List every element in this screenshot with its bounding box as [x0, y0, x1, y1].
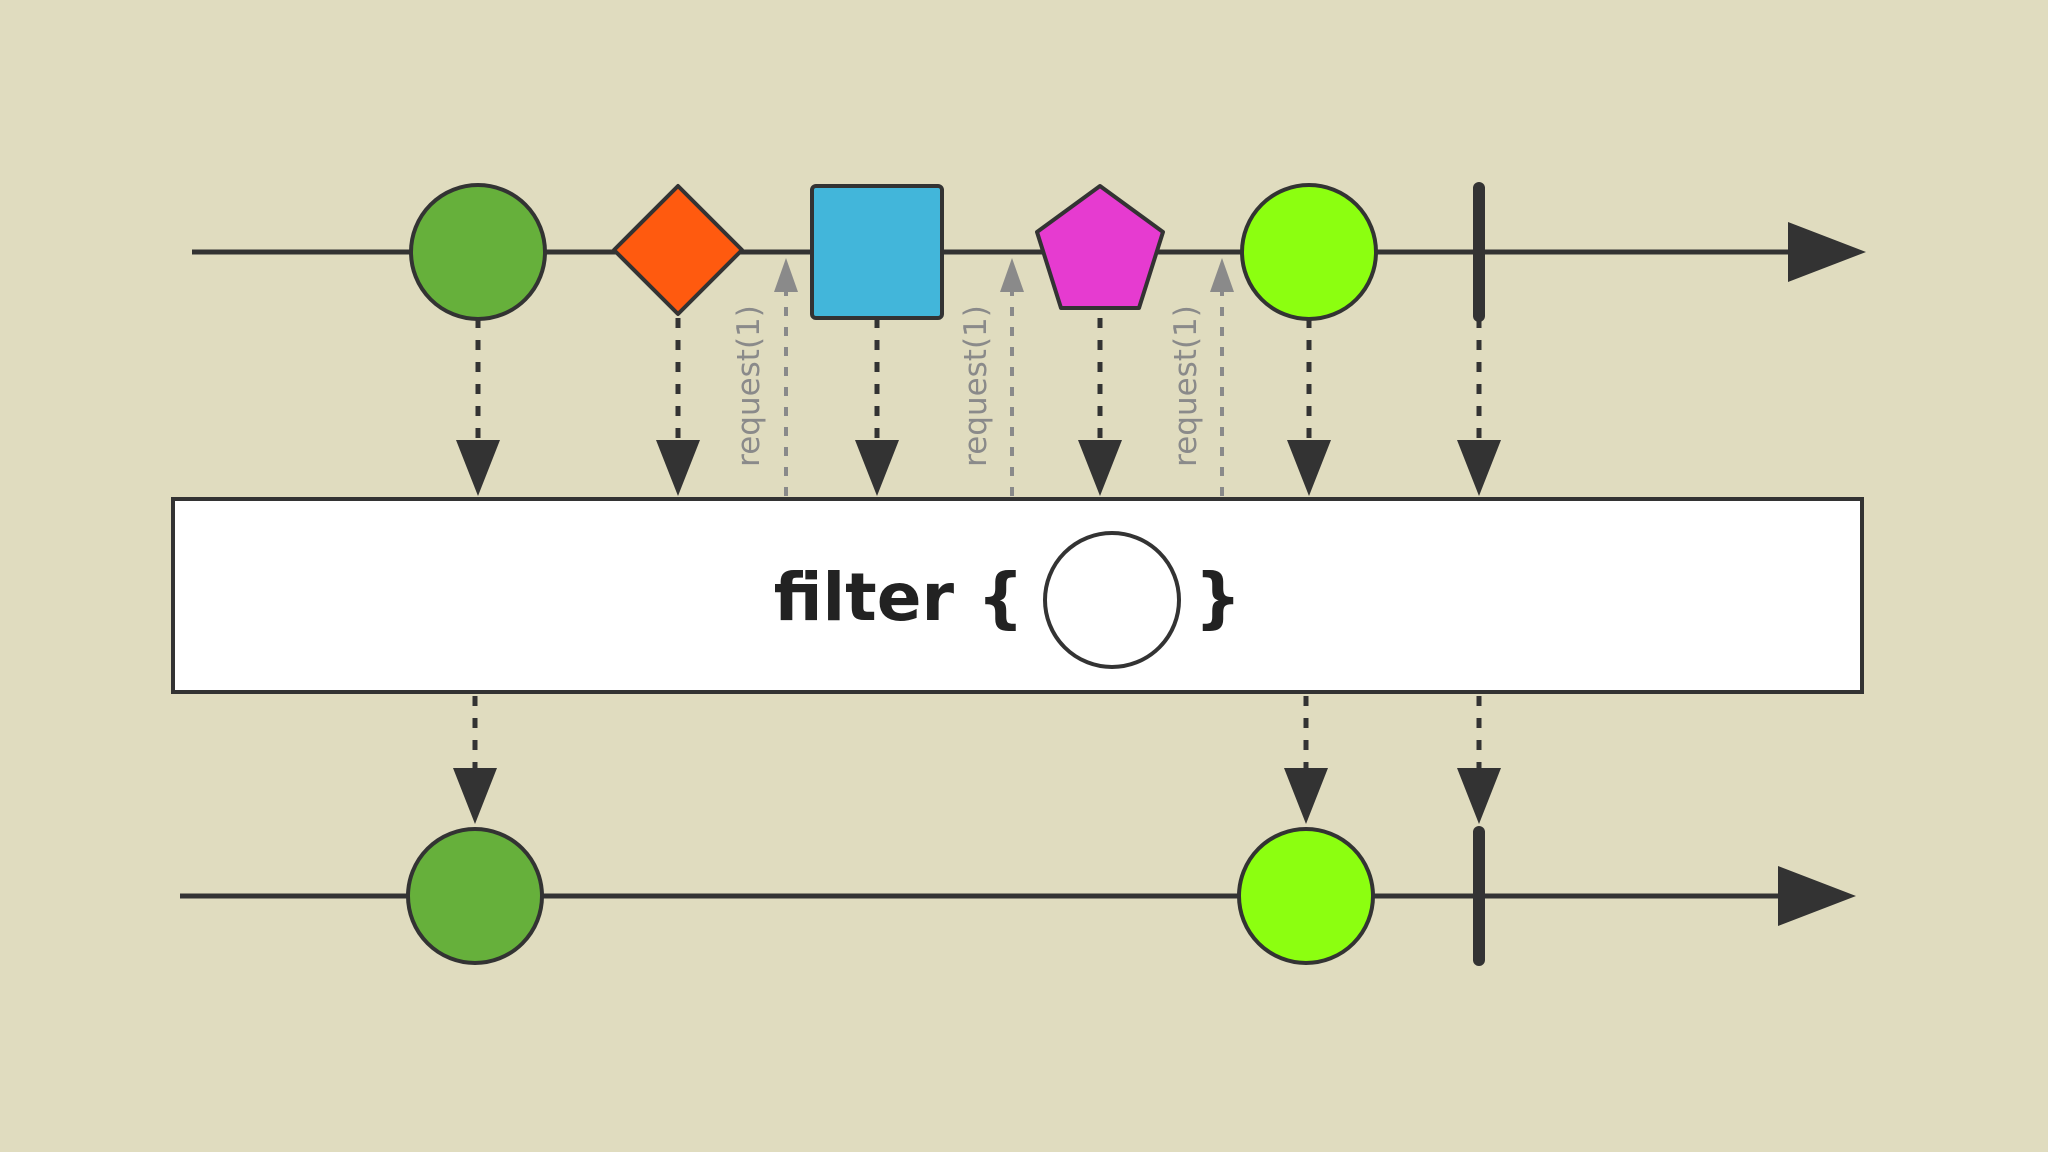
down-arrow-icon [1457, 440, 1501, 496]
request-label: request(1) [1168, 305, 1204, 467]
operator-to-output-arrows [453, 696, 1501, 824]
down-arrow-icon [1284, 768, 1328, 824]
down-arrow-icon [453, 768, 497, 824]
down-arrow-icon [855, 440, 899, 496]
request-label: request(1) [731, 305, 767, 467]
operator-prefix: filter { [774, 559, 1024, 636]
output-items [406, 826, 1485, 966]
down-arrow-icon [656, 440, 700, 496]
input-items [409, 182, 1485, 322]
output-timeline-arrow-icon [1778, 866, 1856, 926]
request-label: request(1) [958, 305, 994, 467]
down-arrow-icon [456, 440, 500, 496]
input-timeline-arrow-icon [1788, 222, 1866, 282]
output-green-circle [406, 827, 544, 965]
down-arrow-icon [1287, 440, 1331, 496]
input-lime-circle [1240, 183, 1378, 321]
operator-suffix: } [1195, 559, 1242, 636]
operator-box [171, 497, 1864, 694]
output-lime-circle [1237, 827, 1375, 965]
up-arrow-icon [1210, 258, 1234, 292]
down-arrow-icon [1078, 440, 1122, 496]
predicate-circle [1043, 531, 1181, 669]
up-arrow-icon [774, 258, 798, 292]
input-orange-diamond [612, 184, 744, 316]
input-blue-square [810, 184, 944, 320]
up-arrow-icon [1000, 258, 1024, 292]
down-arrow-icon [1457, 768, 1501, 824]
input-magenta-pentagon [1035, 184, 1165, 310]
filter-operator: filter { } [171, 497, 1864, 694]
request-arrows: request(1) request(1) request(1) [731, 258, 1234, 496]
input-to-operator-arrows [456, 318, 1501, 496]
input-green-circle [409, 183, 547, 321]
